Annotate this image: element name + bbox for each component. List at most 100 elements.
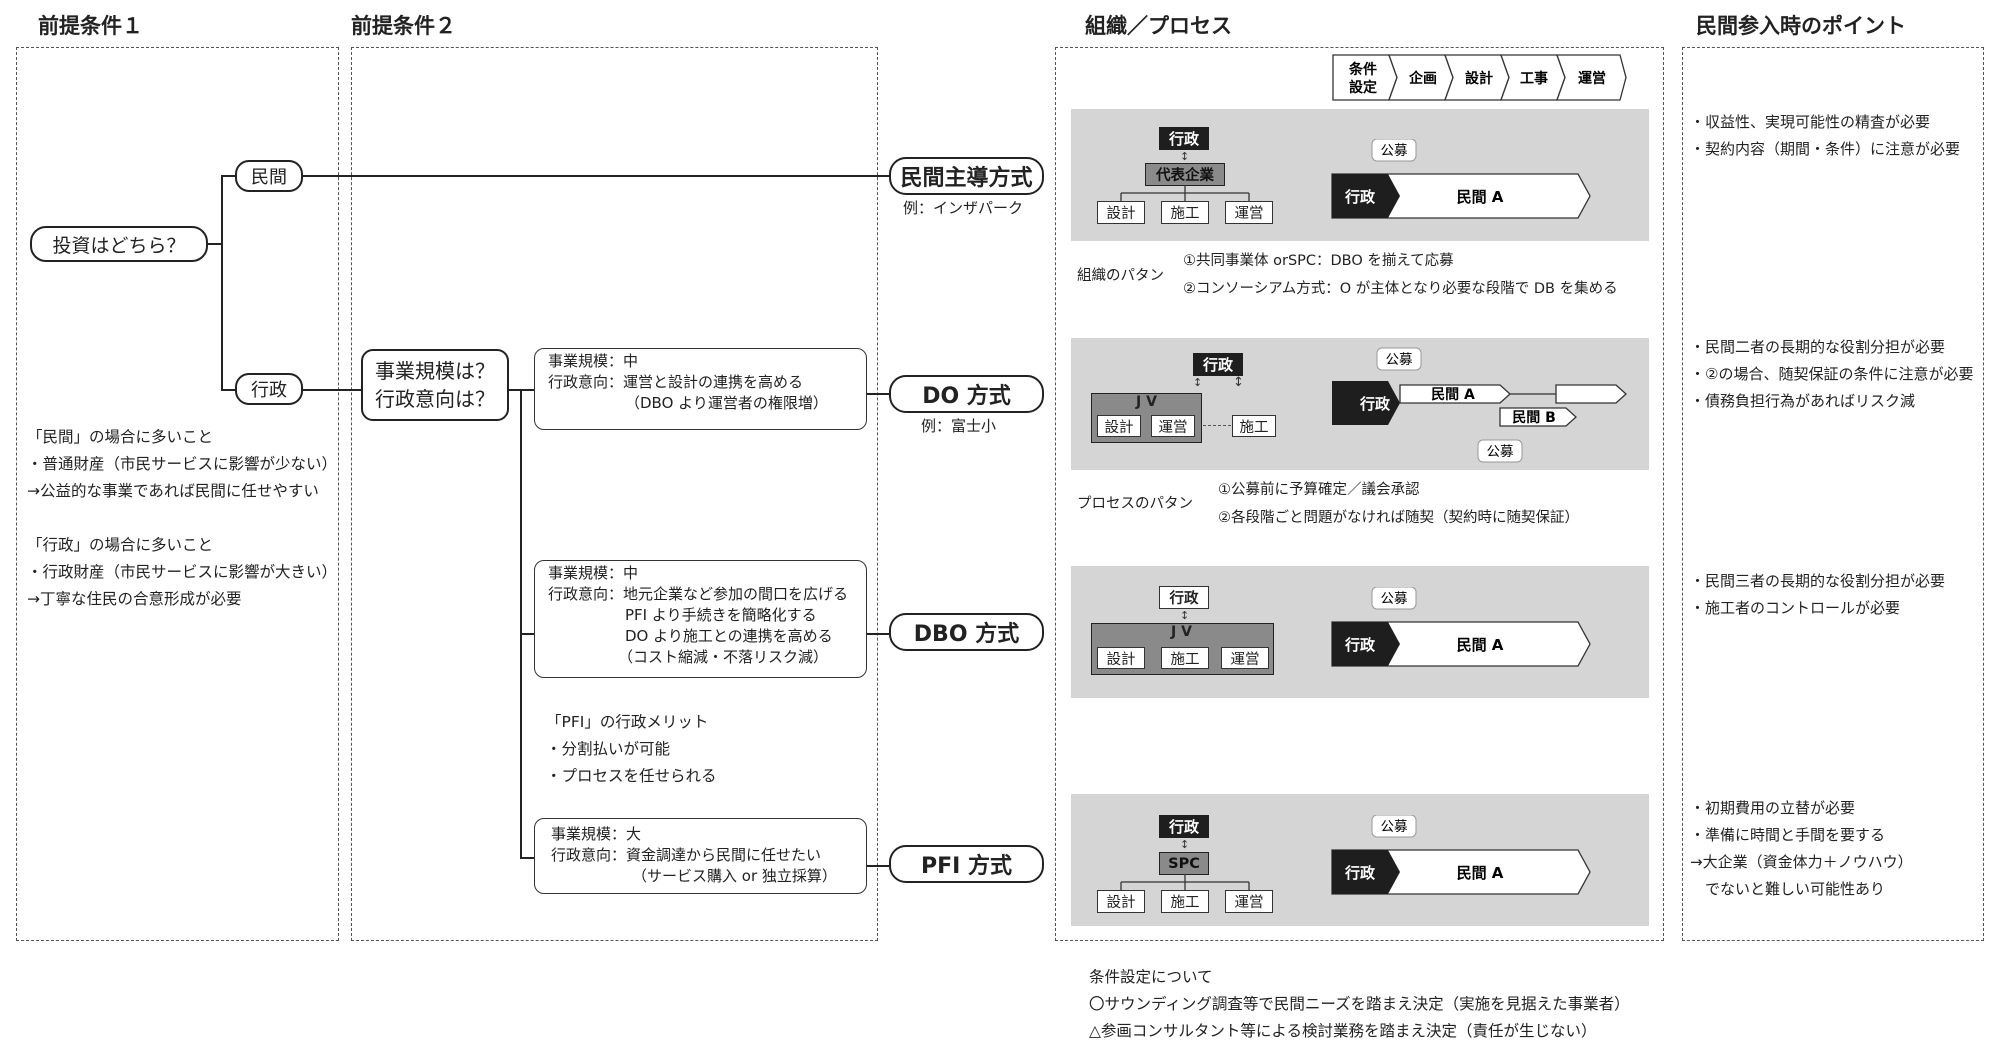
step-3-label: 設計 (1465, 70, 1493, 87)
org-gyosei-text: 行政 (1169, 591, 1199, 607)
org-sekkei-text: 設計 (1104, 419, 1134, 436)
header-col1: 前提条件１ (38, 14, 143, 38)
dashed-link (1203, 425, 1231, 426)
proc-pattern-label: プロセスのパタン (1077, 496, 1193, 512)
org-seko: 施工 (1161, 890, 1209, 913)
branch-gyosei: 行政 (235, 373, 303, 405)
org-gyosei: 行政 (1193, 353, 1243, 376)
method-minkan-text: 民間主導方式 (900, 166, 1033, 191)
branch-gyosei-text: 行政 (251, 380, 287, 401)
double-arrow-icon: ↕ (1180, 609, 1190, 622)
double-arrow-icon: ↕ (1193, 376, 1203, 389)
col1-frame (16, 47, 339, 941)
org-unei-text: 運営 (1234, 895, 1264, 911)
connector (520, 389, 535, 391)
investment-question: 投資はどちら？ (30, 226, 208, 262)
do-cond-line: 行政意向：運営と設計の連携を高める (548, 373, 804, 391)
method-do: DO 方式 (889, 375, 1044, 413)
flow-minkan: 公募 行政 民間 A (1331, 139, 1591, 219)
kobo-label: 公募 (1386, 352, 1414, 368)
pfi-cond-line: 行政意向：資金調達から民間に任せたい (551, 846, 822, 864)
flow-do: 行政 民間 A 民間 B 公募 公募 (1332, 347, 1627, 463)
footer-note: △参画コンサルタント等による検討業務を踏まえ決定（責任が生じない） (1089, 1022, 1597, 1040)
scale-question-line: 行政意向は？ (375, 387, 495, 411)
do-condition-box (534, 348, 867, 430)
connector (221, 389, 236, 391)
point-line: ・民間三者の長期的な役割分担が必要 (1690, 572, 1946, 590)
org-pattern-line: ②コンソーシアム方式：O が主体となり必要な段階で DB を集める (1183, 281, 1618, 297)
footer-note: 〇サウンディング調査等で民間ニーズを踏まえ決定（実施を見据えた事業者） (1089, 995, 1630, 1013)
org-jv-label: J V (1136, 394, 1157, 410)
connector (221, 175, 223, 391)
org-tree-lines (1120, 185, 1250, 203)
org-jv-label: J V (1171, 624, 1192, 640)
kobo-label: 公募 (1381, 143, 1409, 159)
investment-question-text: 投資はどちら？ (52, 234, 186, 257)
col1-note: 「民間」の場合に多いこと (27, 428, 214, 446)
org-unei: 運営 (1221, 647, 1269, 669)
header-col3: 組織／プロセス (1085, 14, 1232, 38)
pfi-cond-line: （サービス購入 or 独立採算） (632, 867, 837, 885)
org-sekkei: 設計 (1097, 201, 1145, 224)
org-unei: 運営 (1225, 201, 1273, 224)
col1-note: 「行政」の場合に多いこと (27, 536, 214, 554)
header-col2: 前提条件２ (351, 14, 456, 38)
long-arrow-icon: ↕ (1233, 375, 1244, 390)
org-spc-text: SPC (1168, 855, 1200, 872)
org-seko: 施工 (1232, 415, 1276, 437)
point-line: ・準備に時間と手間を要する (1690, 826, 1886, 844)
pfi-merit-line: ・分割払いが可能 (546, 740, 671, 758)
method-pfi-text: PFI 方式 (921, 854, 1012, 879)
pfi-merit-line: ・プロセスを任せられる (546, 767, 717, 785)
org-gyosei-text: 行政 (1168, 130, 1199, 148)
method-dbo-text: DBO 方式 (913, 622, 1020, 647)
flow-minkanA-label: 民間 A (1457, 636, 1504, 654)
step-5-label: 運営 (1578, 70, 1606, 87)
pfi-merit-line: 「PFI」の行政メリット (546, 713, 709, 731)
org-unei: 運営 (1151, 415, 1195, 437)
org-sekkei-text: 設計 (1106, 895, 1136, 911)
org-tree-lines (1120, 874, 1250, 892)
connector (867, 865, 891, 867)
connector (520, 857, 535, 859)
double-arrow-icon: ↕ (1180, 150, 1190, 163)
method-minkan-example: 例：インザパーク (903, 199, 1024, 217)
scale-question: 事業規模は？ 行政意向は？ (361, 349, 509, 421)
step-5-shape (1556, 54, 1627, 101)
pfi-condition-box (534, 818, 867, 894)
dbo-condition-box (534, 560, 867, 678)
method-do-text: DO 方式 (922, 384, 1011, 409)
point-line: ・民間二者の長期的な役割分担が必要 (1690, 338, 1946, 356)
step-1-label: 条件 (1348, 61, 1377, 78)
method-minkan: 民間主導方式 (889, 157, 1044, 195)
col1-note: ・行政財産（市民サービスに影響が大きい） (27, 563, 338, 581)
proc-pattern-line: ①公募前に予算確定／議会承認 (1218, 482, 1420, 498)
org-gyosei: 行政 (1159, 586, 1209, 609)
org-gyosei: 行政 (1159, 127, 1209, 150)
point-line: →大企業（資金体力＋ノウハウ） (1690, 853, 1913, 871)
connector (221, 175, 236, 177)
flow-minkanB-label: 民間 B (1512, 410, 1556, 426)
flow-gyosei-label: 行政 (1344, 188, 1376, 206)
kobo-label: 公募 (1487, 444, 1515, 460)
connector (509, 389, 521, 391)
header-col4: 民間参入時のポイント (1696, 14, 1906, 38)
point-line: でないと難しい可能性あり (1690, 880, 1886, 898)
connector (520, 389, 522, 859)
method-pfi: PFI 方式 (889, 845, 1044, 883)
point-line: ・施工者のコントロールが必要 (1690, 599, 1901, 617)
org-unei-text: 運営 (1230, 651, 1260, 668)
process-steps: 条件 設定 企画 設計 工事 運営 (1332, 54, 1627, 101)
point-line: ・初期費用の立替が必要 (1690, 799, 1856, 817)
flow-minkanA-label: 民間 A (1457, 864, 1504, 882)
col3-frame (1055, 47, 1664, 941)
kobo-label: 公募 (1381, 819, 1409, 835)
scale-question-line: 事業規模は？ (375, 359, 495, 383)
org-unei: 運営 (1225, 890, 1273, 913)
point-line: ・収益性、実現可能性の精査が必要 (1690, 113, 1931, 131)
col4-frame (1682, 47, 1984, 941)
pfi-cond-line: 事業規模：大 (551, 825, 642, 843)
dbo-cond-line: DO より施工との連携を高める (625, 627, 833, 645)
org-gyosei-text: 行政 (1168, 818, 1199, 836)
flow-gyosei-label: 行政 (1344, 636, 1376, 654)
